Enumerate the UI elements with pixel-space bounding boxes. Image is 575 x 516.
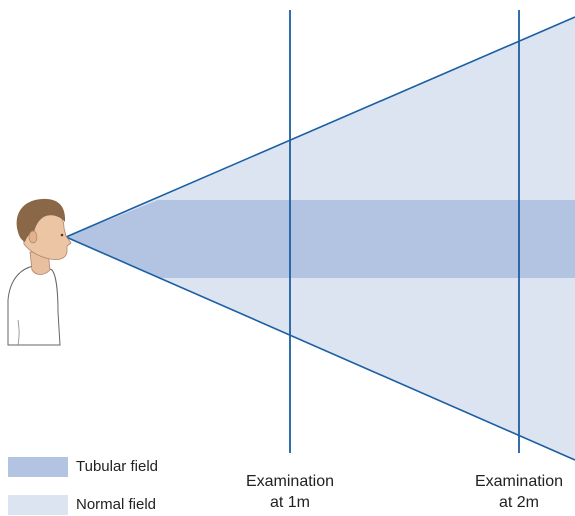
legend-swatch-tubular <box>8 457 68 477</box>
exam-label-2m: Examination at 2m <box>464 471 574 513</box>
cone-lower-edge <box>65 236 575 461</box>
exam-label-1m-line2: at 1m <box>269 494 310 511</box>
person-hair <box>16 198 66 242</box>
person-eye <box>60 233 64 237</box>
exam-label-2m-line2: at 2m <box>498 494 539 511</box>
person-shirt <box>7 265 61 346</box>
tubular-field-band <box>66 200 575 278</box>
exam-label-2m-line1: Examination <box>474 473 564 490</box>
legend-swatch-normal <box>8 495 68 515</box>
cone-upper-edge <box>65 16 575 238</box>
person-illustration <box>7 198 72 346</box>
exam-label-1m-line1: Examination <box>245 473 335 490</box>
legend-label-normal: Normal field <box>76 496 157 513</box>
legend-label-tubular: Tubular field <box>76 458 158 475</box>
person-ear <box>28 230 38 244</box>
exam-label-1m: Examination at 1m <box>235 471 345 513</box>
